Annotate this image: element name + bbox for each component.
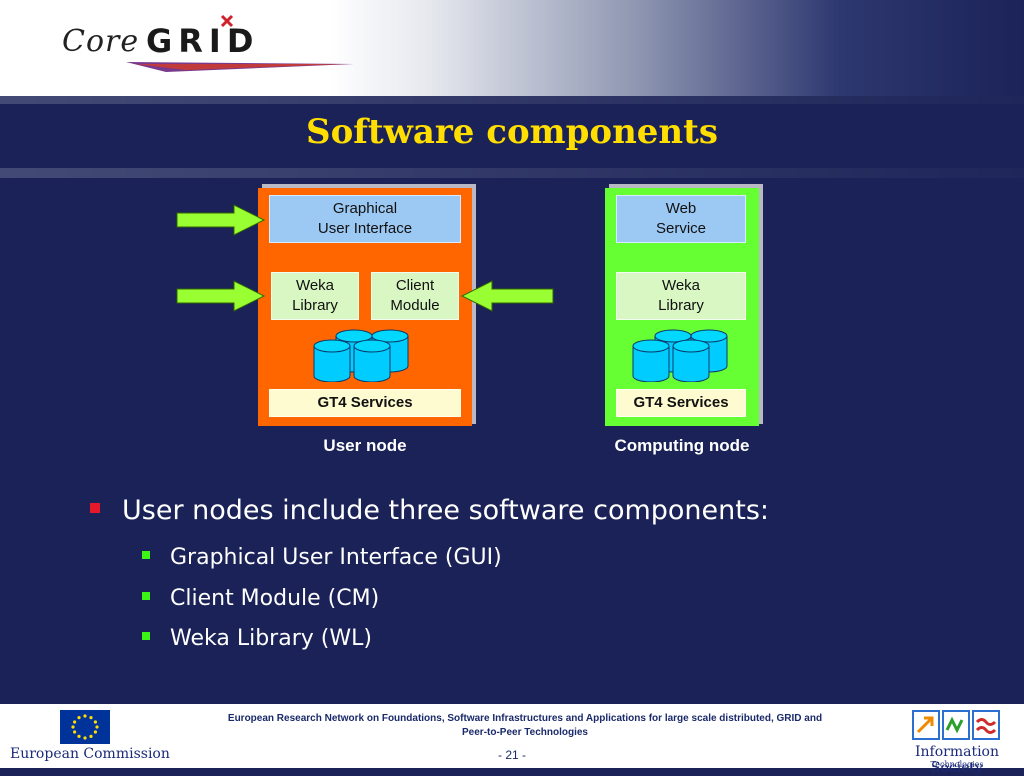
computing-weka-box: Weka Library — [616, 272, 746, 320]
user-gt4-label: GT4 Services — [317, 394, 413, 411]
footer-description: European Research Network on Foundations… — [180, 712, 870, 740]
computing-database-icon — [632, 329, 728, 382]
user-weka-line1: Weka — [295, 277, 335, 294]
user-node-label: User node — [323, 436, 407, 455]
green-square-bullet-icon — [142, 551, 150, 559]
red-square-bullet-icon — [90, 502, 100, 513]
slide-header — [0, 0, 1024, 96]
slide-footer: European Commission European Research Ne… — [0, 704, 1024, 776]
user-database-icon — [313, 329, 409, 382]
logo-core-text: Core — [62, 24, 140, 59]
slide-title: Software components — [306, 112, 718, 152]
web-line2: Service — [655, 220, 707, 237]
gui-input-arrow-icon — [176, 204, 266, 236]
client-input-arrow-icon — [460, 280, 554, 312]
client-line2: Module — [390, 297, 440, 314]
web-line1: Web — [665, 200, 697, 217]
user-weka-box: Weka Library — [271, 272, 359, 320]
weka-input-arrow-icon — [176, 280, 266, 312]
user-gt4-box: GT4 Services — [269, 389, 461, 417]
gui-label-line1: Graphical — [332, 200, 398, 217]
footer-line2: Peer-to-Peer Technologies — [462, 727, 588, 738]
gui-label-line2: User Interface — [317, 220, 413, 237]
bullet-sub-item: Client Module (CM) — [142, 586, 379, 611]
footer-line1: European Research Network on Foundations… — [227, 713, 823, 724]
information-society-logo-icon — [912, 710, 1000, 740]
coregrid-logo: Core GRID — [56, 14, 356, 72]
eu-flag-icon — [60, 710, 110, 744]
gui-box: Graphical User Interface — [269, 195, 461, 243]
computing-weka-line1: Weka — [661, 277, 701, 294]
computing-gt4-label: GT4 Services — [633, 394, 729, 411]
bullet-sub-text: Client Module (CM) — [170, 586, 380, 611]
bullet-main: User nodes include three software compon… — [90, 495, 769, 526]
technologies-label: Technologies — [930, 760, 984, 769]
logo-grid-text: GRID — [146, 22, 260, 60]
green-square-bullet-icon — [142, 592, 150, 600]
logo-swoosh-icon — [126, 62, 354, 72]
web-service-box: Web Service — [616, 195, 746, 243]
page-number: - 21 - — [497, 748, 526, 762]
bullet-main-text: User nodes include three software compon… — [122, 495, 770, 526]
user-weka-line2: Library — [292, 297, 338, 314]
computing-gt4-box: GT4 Services — [616, 389, 746, 417]
title-stripe — [0, 168, 1024, 178]
bullet-sub-item: Graphical User Interface (GUI) — [142, 545, 502, 570]
green-square-bullet-icon — [142, 632, 150, 640]
computing-weka-line2: Library — [658, 297, 704, 314]
header-stripe — [0, 96, 1024, 104]
computing-node-label: Computing node — [614, 436, 750, 455]
logo-star-icon — [220, 14, 234, 28]
client-module-box: Client Module — [371, 272, 459, 320]
bullet-sub-text: Graphical User Interface (GUI) — [170, 545, 502, 570]
european-commission-label: European Commission — [10, 746, 170, 762]
bullet-sub-text: Weka Library (WL) — [170, 626, 372, 651]
bullet-sub-item: Weka Library (WL) — [142, 626, 372, 651]
client-line1: Client — [395, 277, 435, 294]
